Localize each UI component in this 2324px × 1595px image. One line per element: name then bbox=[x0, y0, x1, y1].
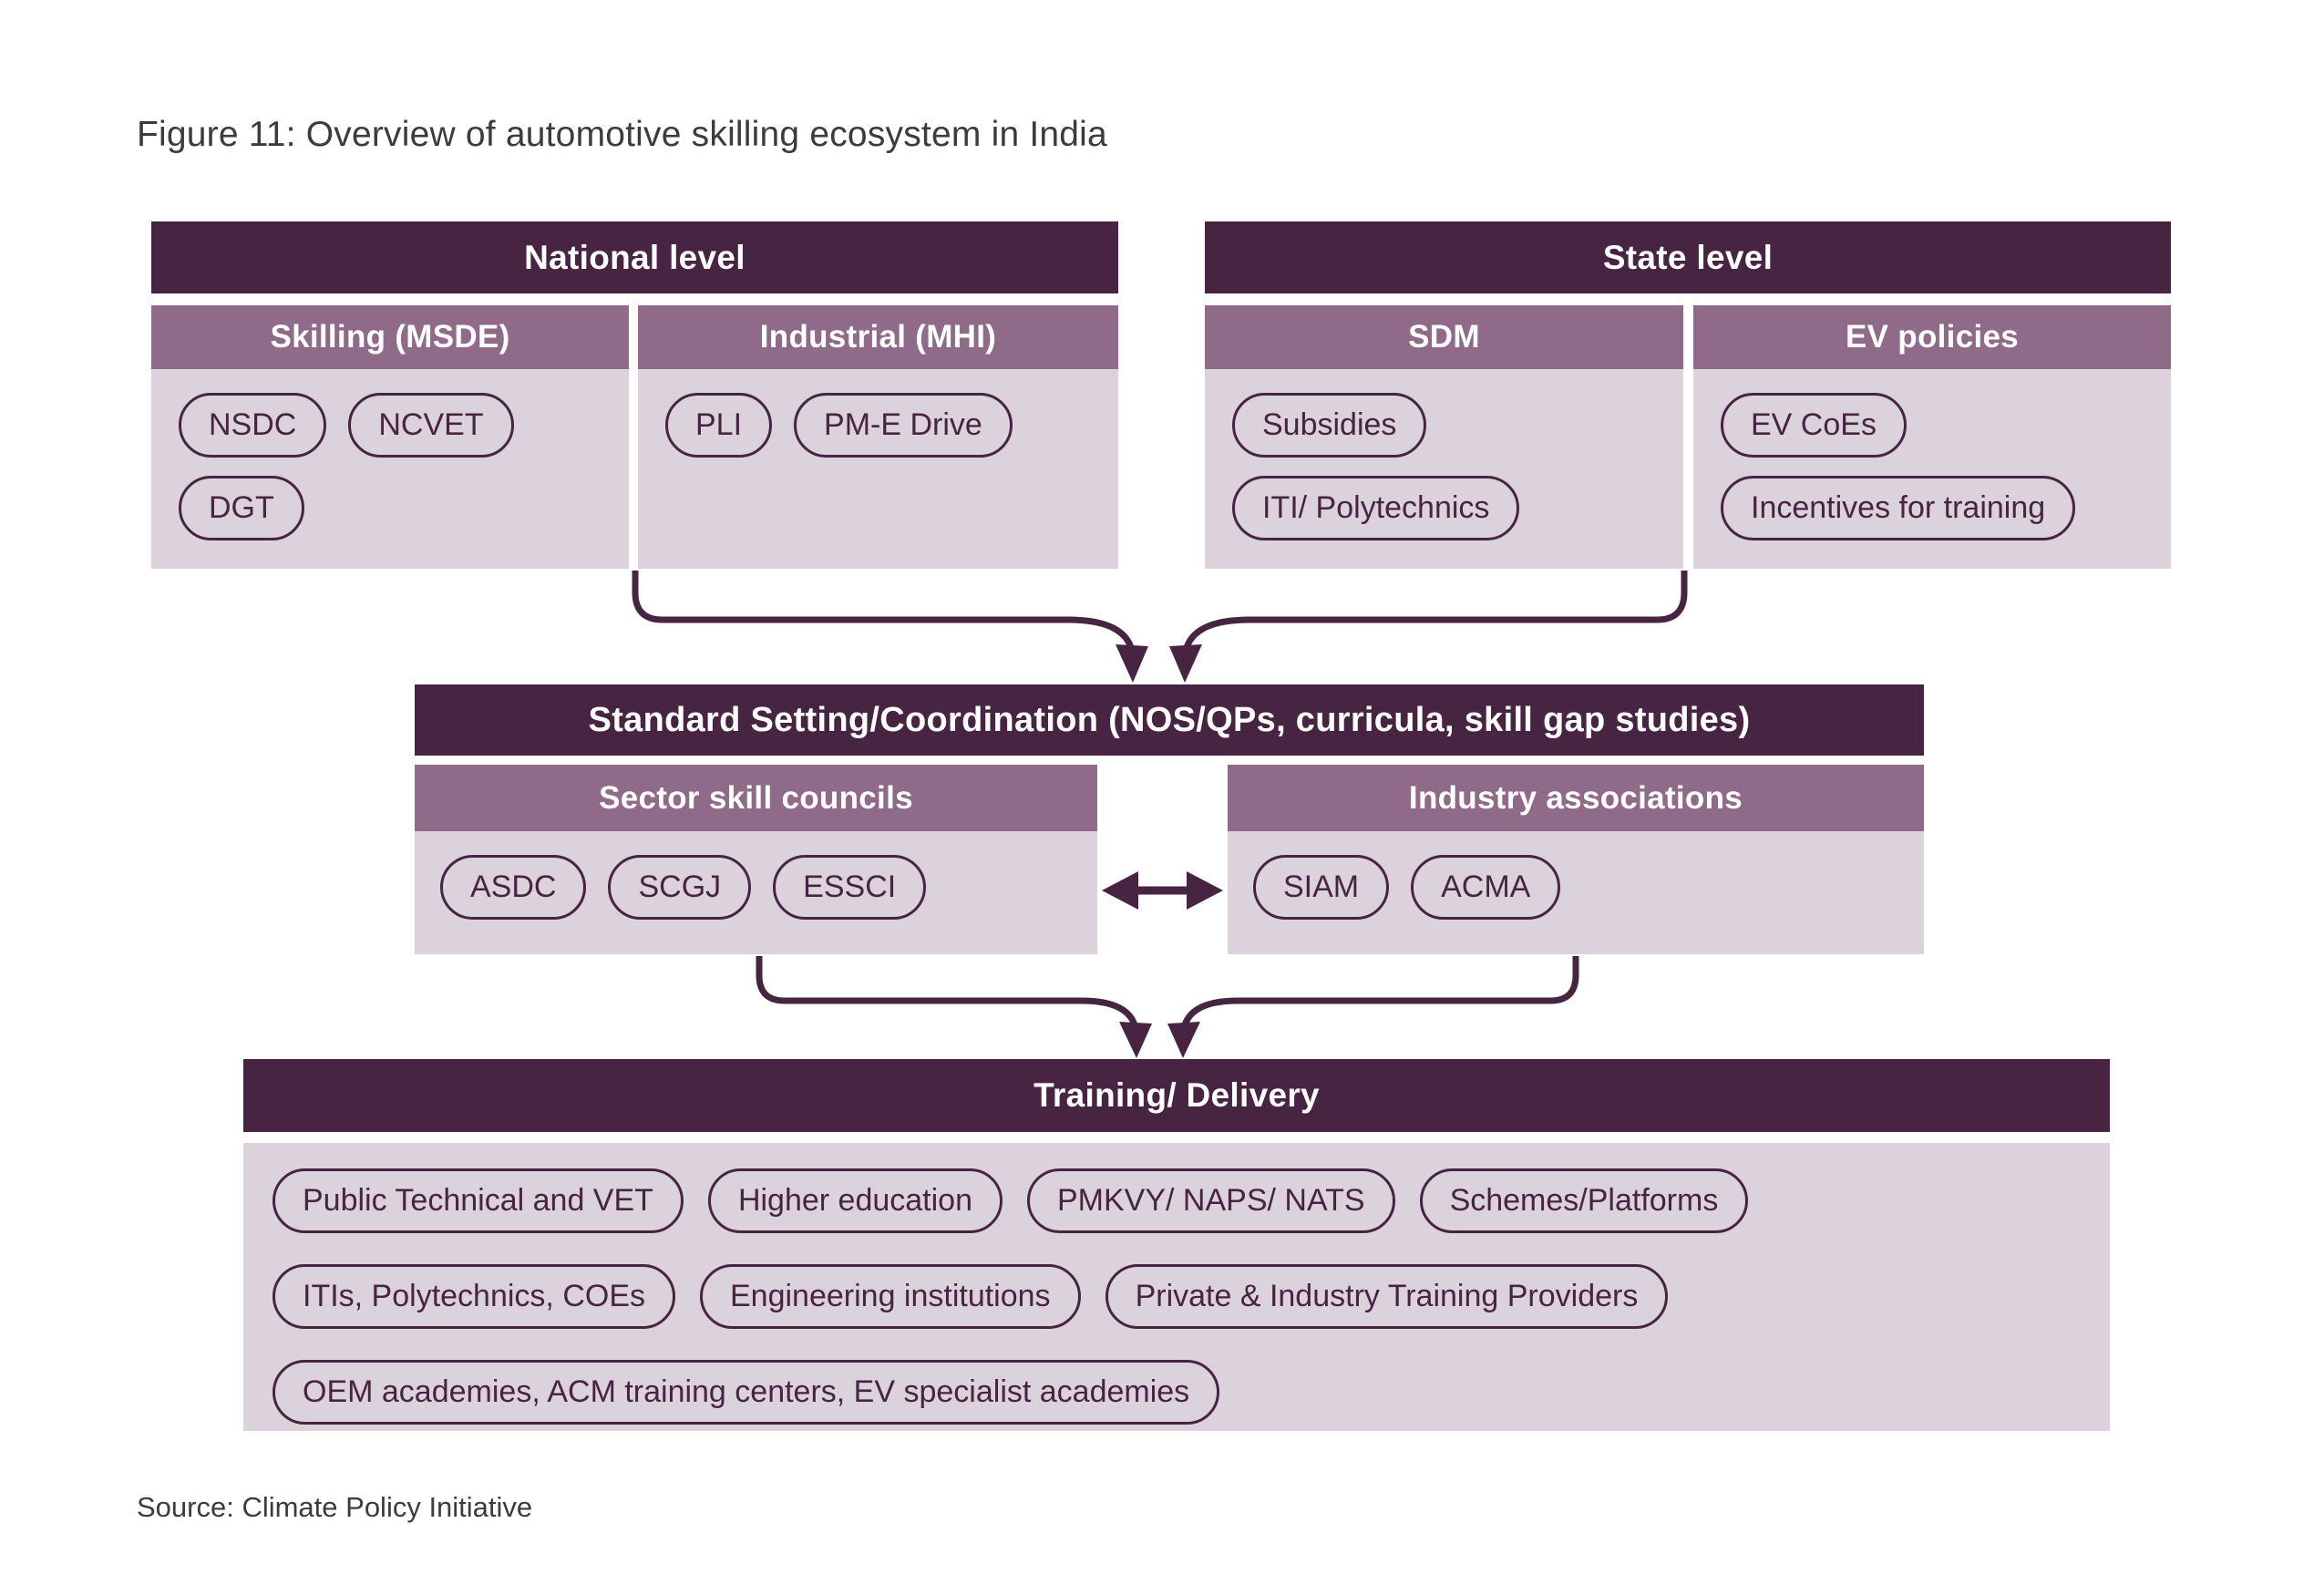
pill-row: PLI PM-E Drive bbox=[665, 393, 1013, 458]
flow-arrow-industry-to-training bbox=[1180, 956, 1579, 1030]
pill-oem-academies: OEM academies, ACM training centers, EV … bbox=[273, 1360, 1220, 1425]
arrowhead-down-icon bbox=[1167, 1022, 1200, 1058]
pill-asdc: ASDC bbox=[440, 855, 587, 920]
industry-associations-header: Industry associations bbox=[1228, 765, 1924, 831]
pill-row: DGT bbox=[179, 476, 304, 540]
standard-setting-box: Standard Setting/Coordination (NOS/QPs, … bbox=[415, 684, 1924, 954]
flow-arrow-national-to-standard bbox=[632, 571, 1136, 653]
ev-policies-column: EV policies EV CoEs Incentives for train… bbox=[1693, 305, 2171, 569]
pill-scgj: SCGJ bbox=[608, 855, 752, 920]
skilling-msde-column: Skilling (MSDE) NSDC NCVET DGT bbox=[151, 305, 629, 569]
sector-skill-councils-header: Sector skill councils bbox=[415, 765, 1097, 831]
industry-associations-column: Industry associations SIAM ACMA bbox=[1228, 765, 1924, 954]
pill-row: Subsidies bbox=[1232, 393, 1427, 458]
pill-schemes-platforms: Schemes/Platforms bbox=[1419, 1168, 1749, 1233]
industrial-mhi-header: Industrial (MHI) bbox=[638, 305, 1118, 369]
pill-ev-coes: EV CoEs bbox=[1721, 393, 1907, 458]
pill-row: OEM academies, ACM training centers, EV … bbox=[273, 1360, 1220, 1425]
pill-essci: ESSCI bbox=[773, 855, 927, 920]
flow-arrow-sector-to-training bbox=[756, 956, 1139, 1030]
pill-dgt: DGT bbox=[179, 476, 304, 540]
pill-row: ITIs, Polytechnics, COEs Engineering ins… bbox=[273, 1264, 1669, 1329]
arrowhead-down-icon bbox=[1119, 1022, 1152, 1058]
pill-pmkvy-naps-nats: PMKVY/ NAPS/ NATS bbox=[1027, 1168, 1395, 1233]
sector-skill-councils-column: Sector skill councils ASDC SCGJ ESSCI bbox=[415, 765, 1097, 954]
pill-public-technical-vet: Public Technical and VET bbox=[273, 1168, 684, 1233]
arrowhead-down-icon bbox=[1116, 644, 1148, 683]
pill-siam: SIAM bbox=[1253, 855, 1390, 920]
pill-engineering-institutions: Engineering institutions bbox=[700, 1264, 1081, 1329]
ev-policies-header: EV policies bbox=[1693, 305, 2171, 369]
pill-nsdc: NSDC bbox=[179, 393, 327, 458]
arrowhead-down-icon bbox=[1169, 644, 1202, 683]
industrial-mhi-column: Industrial (MHI) PLI PM-E Drive bbox=[638, 305, 1118, 569]
training-delivery-box: Training/ Delivery Public Technical and … bbox=[243, 1059, 2110, 1431]
pill-row: SIAM ACMA bbox=[1253, 855, 1561, 920]
sdm-column: SDM Subsidies ITI/ Polytechnics bbox=[1205, 305, 1683, 569]
pill-row: ITI/ Polytechnics bbox=[1232, 476, 1520, 540]
national-level-box: National level Skilling (MSDE) NSDC NCVE… bbox=[151, 221, 1118, 569]
national-level-header: National level bbox=[151, 221, 1118, 293]
training-delivery-header: Training/ Delivery bbox=[243, 1059, 2110, 1132]
pill-row: Incentives for training bbox=[1721, 476, 2076, 540]
pill-iti-polytechnics: ITI/ Polytechnics bbox=[1232, 476, 1520, 540]
pill-row: ASDC SCGJ ESSCI bbox=[440, 855, 927, 920]
skilling-msde-header: Skilling (MSDE) bbox=[151, 305, 629, 369]
pill-higher-education: Higher education bbox=[707, 1168, 1003, 1233]
pill-subsidies: Subsidies bbox=[1232, 393, 1427, 458]
state-level-box: State level SDM Subsidies ITI/ Polytechn… bbox=[1205, 221, 2171, 569]
pill-pm-e-drive: PM-E Drive bbox=[794, 393, 1013, 458]
figure-source: Source: Climate Policy Initiative bbox=[137, 1491, 533, 1523]
pill-row: Public Technical and VET Higher educatio… bbox=[273, 1168, 1749, 1233]
sdm-header: SDM bbox=[1205, 305, 1683, 369]
pill-acma: ACMA bbox=[1411, 855, 1561, 920]
pill-itis-polytechnics-coes: ITIs, Polytechnics, COEs bbox=[273, 1264, 675, 1329]
pill-row: EV CoEs bbox=[1721, 393, 1907, 458]
pill-ncvet: NCVET bbox=[348, 393, 514, 458]
standard-setting-header: Standard Setting/Coordination (NOS/QPs, … bbox=[415, 684, 1924, 756]
pill-pli: PLI bbox=[665, 393, 773, 458]
pill-incentives-for-training: Incentives for training bbox=[1721, 476, 2076, 540]
figure-title: Figure 11: Overview of automotive skilli… bbox=[137, 115, 1107, 154]
pill-private-industry-training-providers: Private & Industry Training Providers bbox=[1105, 1264, 1669, 1329]
pill-row: NSDC NCVET bbox=[179, 393, 514, 458]
flow-arrow-state-to-standard bbox=[1182, 571, 1688, 653]
state-level-header: State level bbox=[1205, 221, 2171, 293]
